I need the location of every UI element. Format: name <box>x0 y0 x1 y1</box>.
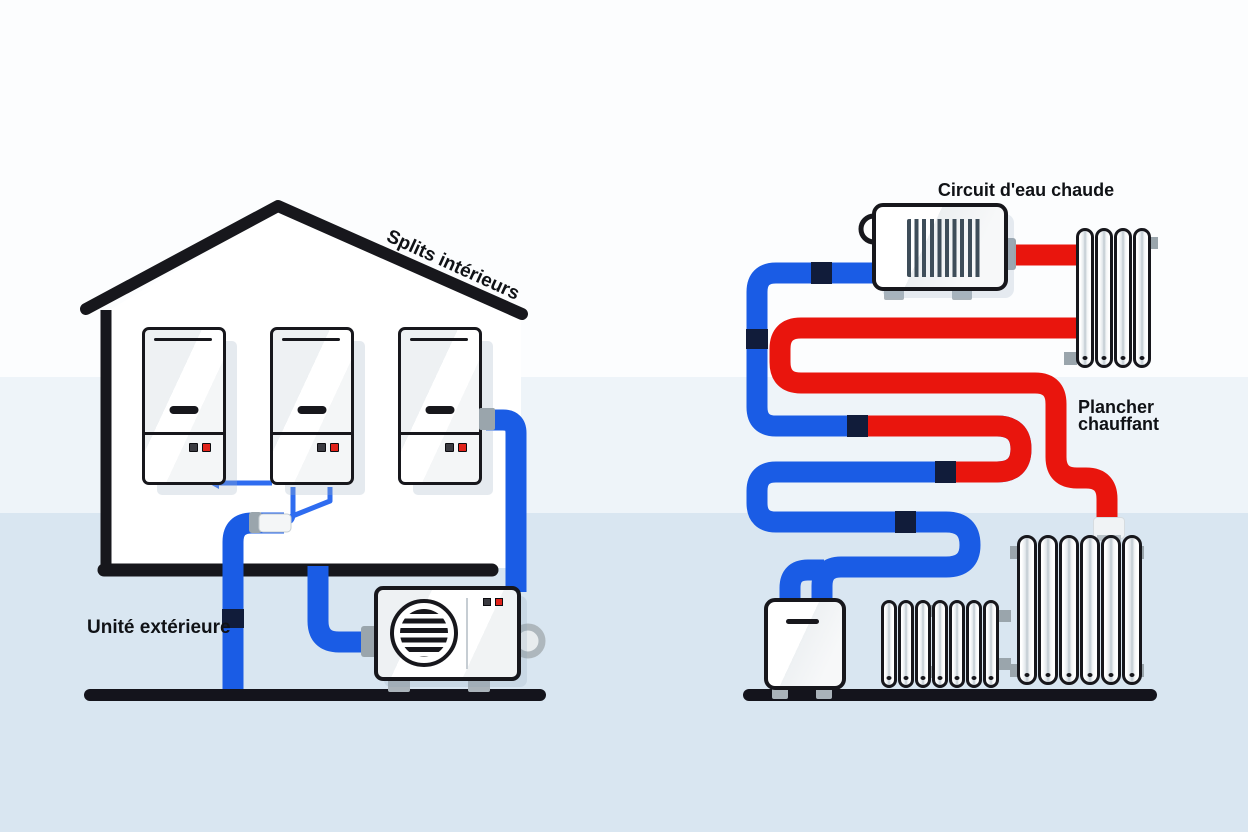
pipe-connector <box>811 262 832 284</box>
heat-exchanger-foot <box>952 288 972 300</box>
outdoor-unit <box>374 586 521 681</box>
split-vent-line <box>282 338 340 341</box>
split3-pipe-connector <box>479 408 495 430</box>
house-roof <box>80 200 528 320</box>
outdoor-panel-seam <box>466 598 468 669</box>
radiator-bracket <box>1010 664 1020 677</box>
pipe-hot-uturn <box>858 415 1032 483</box>
pipe-cold-serpentine <box>746 262 1032 604</box>
outdoor-foot <box>468 678 490 692</box>
radiator-tube <box>1076 228 1094 368</box>
split-led-dark <box>317 443 326 452</box>
radiator-tube <box>932 600 948 688</box>
radiator-tube <box>949 600 965 688</box>
label-floor-heating-line2: chauffant <box>1078 414 1159 434</box>
label-outdoor-unit: Unité extérieure <box>87 617 231 638</box>
radiator-tube <box>966 600 982 688</box>
outdoor-led-red <box>495 598 503 606</box>
radiator-tube <box>1059 535 1079 685</box>
hydraulic-module <box>764 598 846 690</box>
junction-body <box>258 513 292 533</box>
heat-exchanger-grille <box>907 219 983 277</box>
pipe-connector <box>895 511 916 533</box>
radiator-tube <box>1122 535 1142 685</box>
split-led-red <box>458 443 467 452</box>
radiator-tube <box>1133 228 1151 368</box>
split-led-red <box>330 443 339 452</box>
split-led-red <box>202 443 211 452</box>
radiator-tube <box>915 600 931 688</box>
outdoor-inlet-flange <box>361 626 378 657</box>
radiator-fitting <box>999 658 1011 670</box>
fan-louvers <box>400 609 448 657</box>
pipe-connector <box>847 415 868 437</box>
radiator-fitting <box>1064 352 1077 365</box>
indoor-split-unit <box>270 327 354 485</box>
radiator-tube <box>1038 535 1058 685</box>
split-led-dark <box>445 443 454 452</box>
split-handle <box>169 406 199 414</box>
radiator-tube <box>1080 535 1100 685</box>
radiator-tube <box>1114 228 1132 368</box>
pipe-center-to-outdoor <box>307 566 372 653</box>
hydraulic-module-vent <box>786 619 819 624</box>
pipe-connector <box>222 609 244 628</box>
indoor-split-unit <box>142 327 226 485</box>
pipe-split3-to-outdoor <box>486 409 527 592</box>
radiator-fitting <box>999 610 1011 622</box>
label-floor-heating-line1: Plancher <box>1078 397 1155 417</box>
radiator-tube <box>1017 535 1037 685</box>
indoor-splits-row <box>142 327 482 485</box>
pipe-stub-left <box>779 559 824 604</box>
split-divider <box>401 432 479 435</box>
outdoor-led-dark <box>483 598 491 606</box>
pipe-connector <box>935 461 956 483</box>
radiator-floor-heating <box>1017 535 1142 685</box>
heat-exchanger-unit <box>872 203 1008 291</box>
split-vent-line <box>154 338 212 341</box>
radiator-bracket <box>1010 546 1020 559</box>
split-handle <box>297 406 327 414</box>
pipe-hot-to-floor-heating <box>769 317 1118 523</box>
outdoor-foot <box>388 678 410 692</box>
radiator-tube <box>1095 228 1113 368</box>
radiator-tube <box>881 600 897 688</box>
radiator-fitting <box>1147 237 1158 249</box>
thin-pipe-split2-b <box>289 487 333 520</box>
radiator-tube <box>898 600 914 688</box>
radiator-tube <box>1101 535 1121 685</box>
fan-icon <box>390 599 458 667</box>
label-hot-water-circuit: Circuit d'eau chaude <box>937 180 1115 200</box>
label-floor-heating: Plancher chauffant <box>1078 397 1159 434</box>
pipe-connector <box>746 329 768 349</box>
radiator-hot-water <box>1076 228 1151 368</box>
indoor-split-unit <box>398 327 482 485</box>
split-handle <box>425 406 455 414</box>
split-divider <box>273 432 351 435</box>
split-vent-line <box>410 338 468 341</box>
radiator-tube <box>983 600 999 688</box>
split-led-dark <box>189 443 198 452</box>
radiator-small <box>881 600 999 688</box>
heat-exchanger-foot <box>884 288 904 300</box>
split-divider <box>145 432 223 435</box>
